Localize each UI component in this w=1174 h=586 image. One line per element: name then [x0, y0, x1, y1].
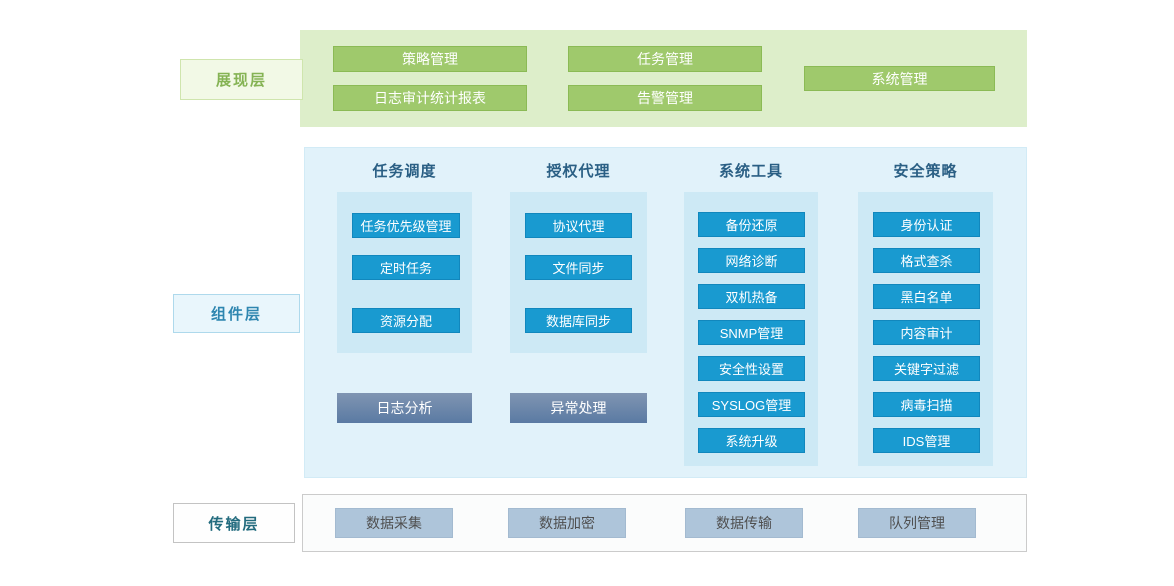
- node-ids-management: IDS管理: [873, 428, 980, 453]
- column-header-security-policy: 安全策略: [893, 162, 958, 180]
- node-log-analysis: 日志分析: [337, 393, 472, 423]
- node-black-white-list: 黑白名单: [873, 284, 980, 309]
- node-format-scan-kill: 格式查杀: [873, 248, 980, 273]
- node-task-management: 任务管理: [568, 46, 762, 72]
- node-data-collection: 数据采集: [335, 508, 453, 538]
- node-file-sync: 文件同步: [525, 255, 632, 280]
- node-queue-management: 队列管理: [858, 508, 976, 538]
- column-header-task-scheduling: 任务调度: [372, 162, 437, 180]
- node-dual-hot-standby: 双机热备: [698, 284, 805, 309]
- node-exception-handling: 异常处理: [510, 393, 647, 423]
- node-system-upgrade: 系统升级: [698, 428, 805, 453]
- column-header-system-tools: 系统工具: [718, 162, 783, 180]
- node-protocol-proxy: 协议代理: [525, 213, 632, 238]
- node-log-audit-report: 日志审计统计报表: [333, 85, 527, 111]
- node-snmp-management: SNMP管理: [698, 320, 805, 345]
- node-database-sync: 数据库同步: [525, 308, 632, 333]
- node-task-priority-management: 任务优先级管理: [352, 213, 460, 238]
- layer-label-component: 组件层: [173, 294, 300, 333]
- node-policy-management: 策略管理: [333, 46, 527, 72]
- node-scheduled-task: 定时任务: [352, 255, 460, 280]
- node-data-transmission: 数据传输: [685, 508, 803, 538]
- node-syslog-management: SYSLOG管理: [698, 392, 805, 417]
- layer-label-presentation: 展现层: [180, 59, 303, 100]
- layer-label-transport: 传输层: [173, 503, 295, 543]
- node-alarm-management: 告警管理: [568, 85, 762, 111]
- node-virus-scan: 病毒扫描: [873, 392, 980, 417]
- column-header-auth-proxy: 授权代理: [546, 162, 611, 180]
- node-identity-authentication: 身份认证: [873, 212, 980, 237]
- node-content-audit: 内容审计: [873, 320, 980, 345]
- node-system-management: 系统管理: [804, 66, 995, 91]
- node-security-settings: 安全性设置: [698, 356, 805, 381]
- node-network-diagnosis: 网络诊断: [698, 248, 805, 273]
- node-resource-allocation: 资源分配: [352, 308, 460, 333]
- node-data-encryption: 数据加密: [508, 508, 626, 538]
- node-keyword-filter: 关键字过滤: [873, 356, 980, 381]
- node-backup-restore: 备份还原: [698, 212, 805, 237]
